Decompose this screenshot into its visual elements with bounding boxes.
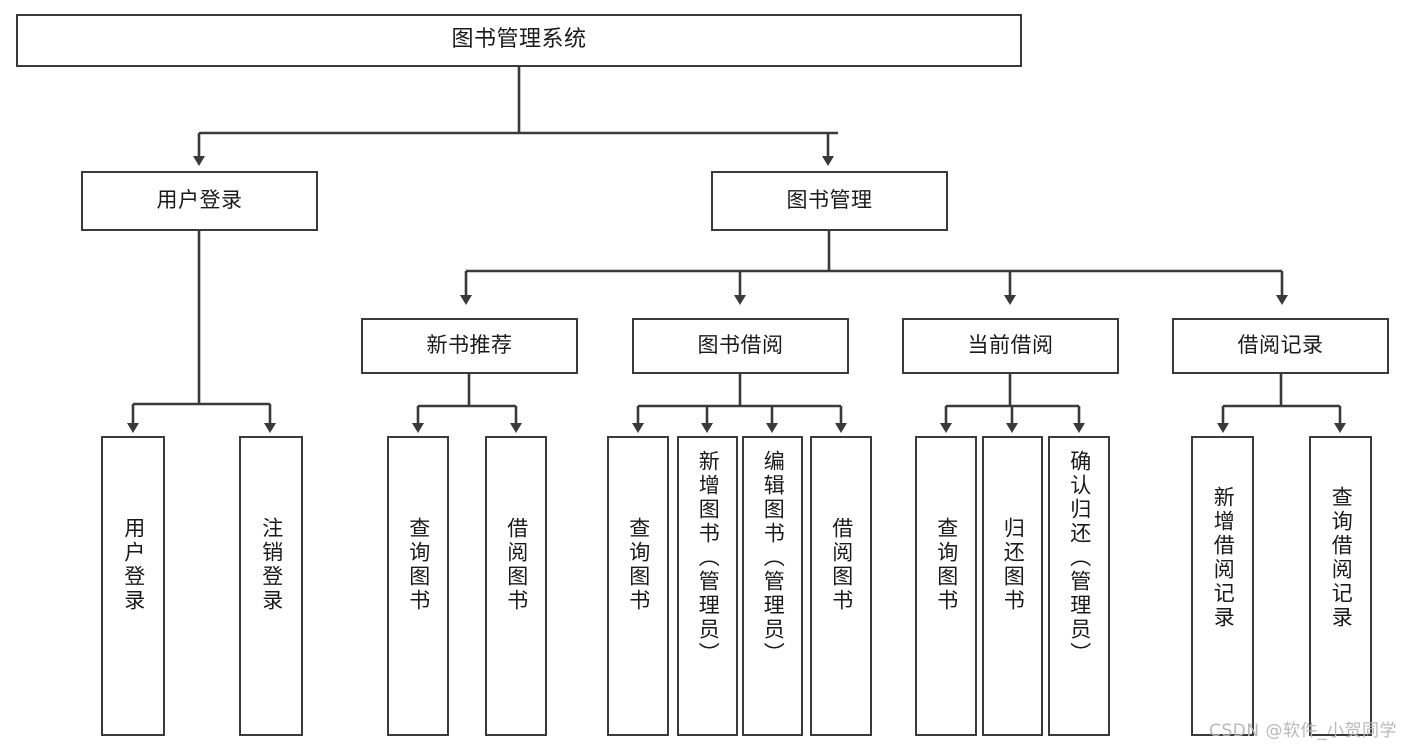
node-label: 新书推荐 (426, 333, 513, 358)
node-label: 图书管理 (786, 188, 873, 213)
leaf-query-book-recommend[interactable]: 查询图书 (387, 436, 449, 736)
node-label: 图书管理系统 (451, 27, 587, 53)
node-label: 借阅图书 (829, 517, 854, 613)
node-label: 新增图书（管理员） (696, 450, 721, 666)
leaf-user-login[interactable]: 用户登录 (101, 436, 165, 736)
leaf-borrow-book-recommend[interactable]: 借阅图书 (485, 436, 547, 736)
node-label: 当前借阅 (967, 333, 1054, 358)
leaf-add-book-admin[interactable]: 新增图书（管理员） (677, 436, 738, 736)
leaf-edit-book-admin[interactable]: 编辑图书（管理员） (742, 436, 803, 736)
leaf-confirm-return-admin[interactable]: 确认归还（管理员） (1048, 436, 1110, 736)
leaf-add-borrow-record[interactable]: 新增借阅记录 (1191, 436, 1254, 736)
leaf-borrow-book-borrow[interactable]: 借阅图书 (810, 436, 872, 736)
leaf-query-book-current[interactable]: 查询图书 (915, 436, 977, 736)
node-label: 归还图书 (1001, 517, 1026, 613)
leaf-return-book[interactable]: 归还图书 (982, 436, 1043, 736)
node-current-borrow[interactable]: 当前借阅 (902, 318, 1119, 374)
leaf-query-book-borrow[interactable]: 查询图书 (607, 436, 669, 736)
node-book-borrow[interactable]: 图书借阅 (632, 318, 849, 374)
node-label: 图书借阅 (697, 333, 784, 358)
node-label: 借阅记录 (1237, 333, 1324, 358)
node-label: 查询借阅记录 (1329, 486, 1354, 630)
node-label: 编辑图书（管理员） (761, 450, 786, 666)
node-root-book-management-system[interactable]: 图书管理系统 (16, 14, 1022, 67)
node-label: 注销登录 (259, 517, 284, 613)
leaf-logout-login[interactable]: 注销登录 (239, 436, 303, 736)
node-new-book-recommend[interactable]: 新书推荐 (361, 318, 578, 374)
node-label: 查询图书 (626, 517, 651, 613)
node-label: 查询图书 (934, 517, 959, 613)
node-label: 新增借阅记录 (1211, 486, 1236, 630)
node-borrow-record[interactable]: 借阅记录 (1172, 318, 1389, 374)
node-label: 查询图书 (406, 517, 431, 613)
node-label: 用户登录 (156, 188, 243, 213)
watermark-text: CSDN @软件_小贺同学 (1209, 721, 1397, 741)
node-label: 借阅图书 (504, 517, 529, 613)
node-user-login[interactable]: 用户登录 (81, 171, 318, 231)
leaf-query-borrow-record[interactable]: 查询借阅记录 (1309, 436, 1372, 736)
node-label: 确认归还（管理员） (1067, 450, 1092, 666)
node-label: 用户登录 (121, 517, 146, 613)
node-book-management[interactable]: 图书管理 (711, 171, 948, 231)
